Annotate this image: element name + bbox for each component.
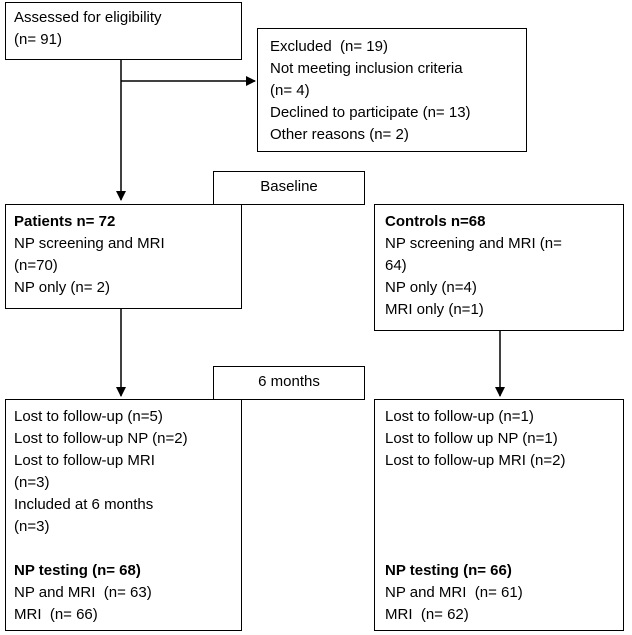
controls-line: 64) [385, 257, 407, 274]
excluded-line: Other reasons (n= 2) [270, 126, 409, 143]
controls-line: NP screening and MRI (n= [385, 235, 562, 252]
controls-line: NP only (n=4) [385, 279, 477, 296]
patients-followup-line: (n=3) [14, 518, 50, 535]
assessed-line: (n= 91) [14, 31, 62, 48]
baseline-label: Baseline [213, 171, 365, 205]
patients-line: NP screening and MRI [14, 235, 165, 252]
patients-title: Patients n= 72 [14, 213, 116, 230]
controls-followup-line: Lost to follow-up MRI (n=2) [385, 452, 566, 469]
patients-box: Patients n= 72 NP screening and MRI (n=7… [5, 204, 242, 309]
excluded-line: (n= 4) [270, 82, 310, 99]
controls-np-testing-title: NP testing (n= 66) [385, 562, 512, 579]
patients-followup-line: Lost to follow-up MRI [14, 452, 155, 469]
patients-line: NP only (n= 2) [14, 279, 111, 296]
patients-followup-line: Included at 6 months [14, 496, 154, 513]
patients-summary-line: MRI (n= 66) [14, 606, 98, 623]
assessed-line: Assessed for eligibility [14, 9, 162, 26]
controls-followup-box: Lost to follow-up (n=1) Lost to follow u… [374, 399, 624, 631]
controls-followup-line: Lost to follow-up (n=1) [385, 408, 534, 425]
excluded-box: Excluded (n= 19) Not meeting inclusion c… [257, 28, 527, 152]
controls-summary-line: MRI (n= 62) [385, 606, 469, 623]
patients-np-testing-title: NP testing (n= 68) [14, 562, 141, 579]
patients-followup-line: (n=3) [14, 474, 50, 491]
six-months-label: 6 months [213, 366, 365, 400]
patients-summary-line: NP and MRI (n= 63) [14, 584, 152, 601]
controls-box: Controls n=68 NP screening and MRI (n= 6… [374, 204, 624, 331]
controls-followup-line: Lost to follow up NP (n=1) [385, 430, 558, 447]
controls-title: Controls n=68 [385, 213, 486, 230]
controls-summary-line: NP and MRI (n= 61) [385, 584, 523, 601]
excluded-line: Not meeting inclusion criteria [270, 60, 463, 77]
controls-line: MRI only (n=1) [385, 301, 484, 318]
assessed-box: Assessed for eligibility (n= 91) [5, 2, 242, 60]
patients-followup-box: Lost to follow-up (n=5) Lost to follow-u… [5, 399, 242, 631]
excluded-line: Excluded (n= 19) [270, 38, 388, 55]
excluded-line: Declined to participate (n= 13) [270, 104, 471, 121]
patients-followup-line: Lost to follow-up (n=5) [14, 408, 163, 425]
patients-line: (n=70) [14, 257, 58, 274]
patients-followup-line: Lost to follow-up NP (n=2) [14, 430, 188, 447]
